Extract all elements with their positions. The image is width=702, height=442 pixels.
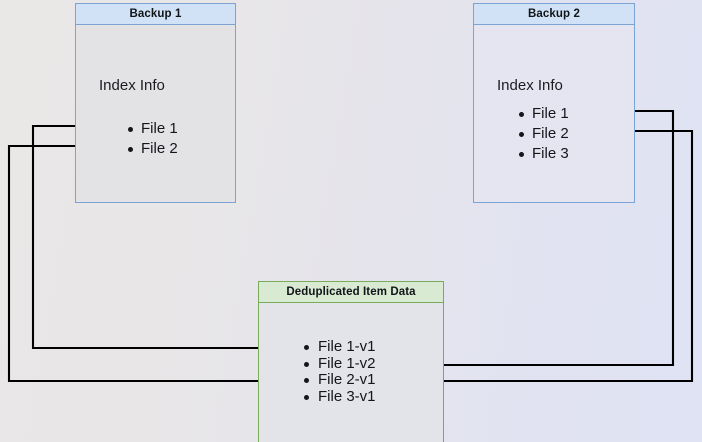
backup-2-file-list: File 1 File 2 File 3 (517, 104, 569, 164)
backup-1-title: Backup 1 (76, 4, 235, 25)
deduplicated-item[interactable]: File 1-v1 (302, 338, 376, 356)
backup-2-file-item[interactable]: File 3 (517, 144, 569, 164)
backup-1-body: Index Info File 1 File 2 (76, 25, 235, 202)
backup-2-file-item[interactable]: File 2 (517, 124, 569, 144)
deduplicated-item-data-title: Deduplicated Item Data (259, 282, 443, 303)
backup-2-file-item[interactable]: File 1 (517, 104, 569, 124)
deduplicated-item[interactable]: File 1-v2 (302, 355, 376, 373)
backup-1-box[interactable]: Backup 1 Index Info File 1 File 2 (75, 3, 236, 203)
deduplicated-item[interactable]: File 2-v1 (302, 371, 376, 389)
backup-2-box[interactable]: Backup 2 Index Info File 1 File 2 File 3 (473, 3, 635, 203)
deduplicated-item-data-body: File 1-v1 File 1-v2 File 2-v1 File 3-v1 (259, 303, 443, 442)
backup-2-body: Index Info File 1 File 2 File 3 (474, 25, 634, 202)
backup-1-file-list: File 1 File 2 (126, 119, 178, 159)
deduplicated-item-list: File 1-v1 File 1-v2 File 2-v1 File 3-v1 (302, 338, 376, 406)
deduplicated-item[interactable]: File 3-v1 (302, 388, 376, 406)
backup-1-file-item[interactable]: File 2 (126, 139, 178, 159)
backup-2-title: Backup 2 (474, 4, 634, 25)
deduplicated-item-data-box[interactable]: Deduplicated Item Data File 1-v1 File 1-… (258, 281, 444, 442)
backup-2-index-info-label: Index Info (497, 77, 563, 94)
backup-1-index-info-label: Index Info (99, 77, 165, 94)
backup-1-file-item[interactable]: File 1 (126, 119, 178, 139)
